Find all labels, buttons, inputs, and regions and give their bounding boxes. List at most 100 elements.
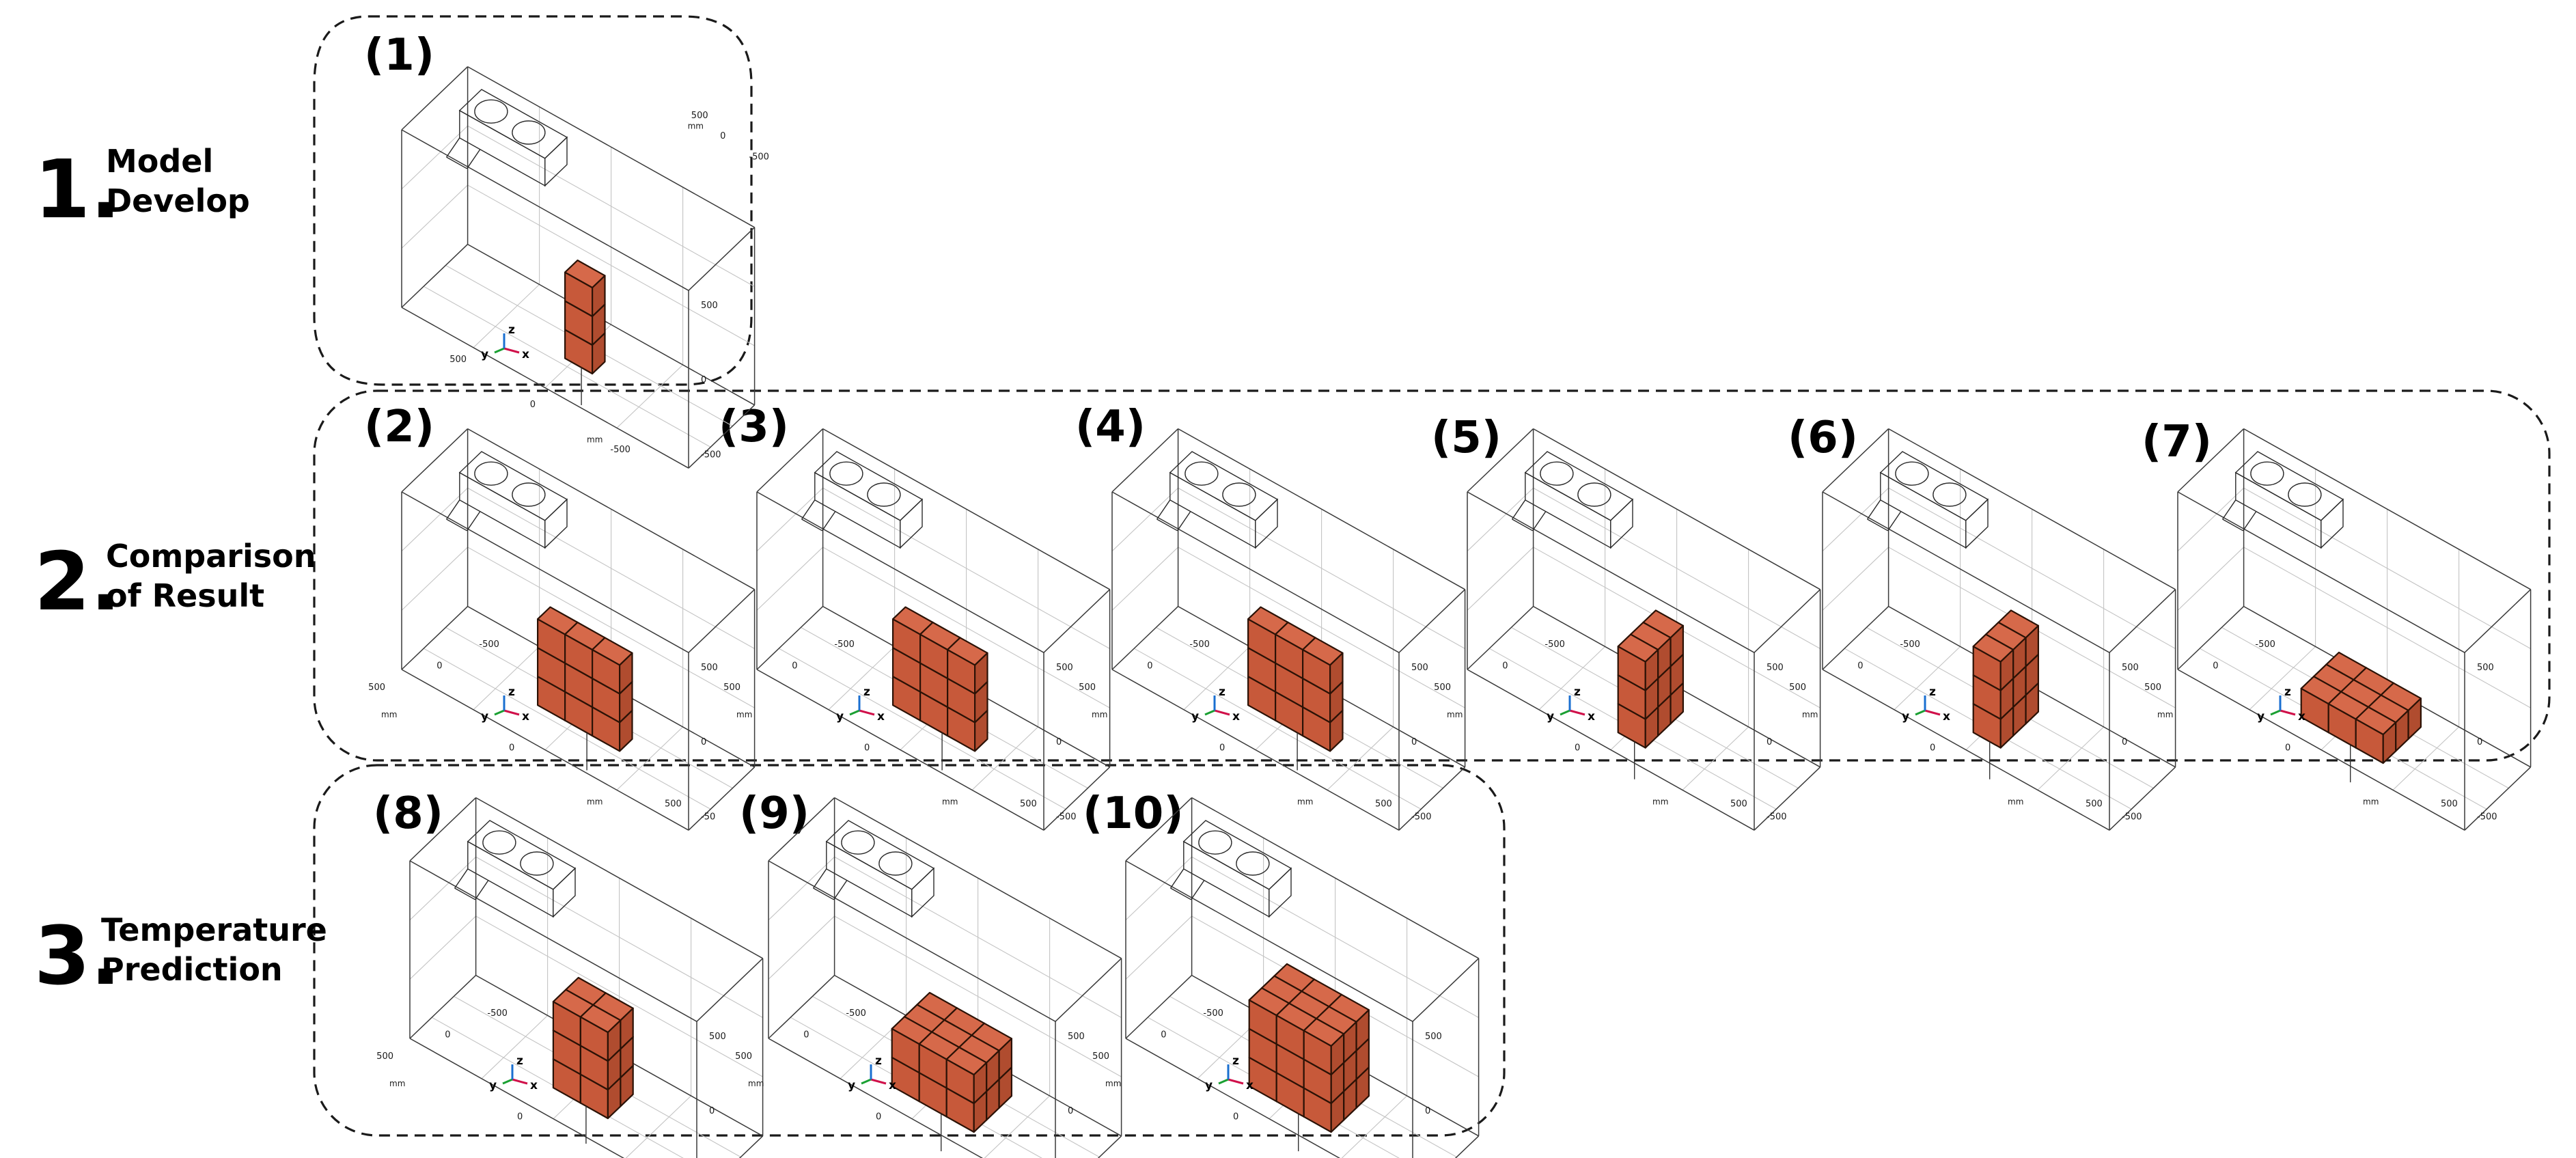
cargo-box [1303, 1017, 1345, 1076]
room-edge [1125, 1038, 1341, 1158]
cooler-drain [1887, 511, 1902, 532]
y-axis-arrow [494, 709, 505, 716]
right-tick-label: -500 [2122, 812, 2142, 822]
grid-line [756, 547, 823, 611]
axis-triad: xyz [489, 1054, 538, 1092]
room-edge [1111, 669, 1400, 831]
cargo-stack [891, 991, 1013, 1133]
right-tick-label: 0 [2477, 737, 2482, 747]
room-edge [401, 606, 469, 670]
room-edge [1398, 767, 1466, 831]
panel-8-label: (8) [373, 788, 443, 839]
fan-icon [1895, 461, 1929, 486]
grid-line [971, 726, 1038, 790]
room-edge [1754, 767, 1821, 831]
room-edge [2177, 669, 2465, 831]
grid-line [2243, 487, 2531, 649]
room-edge [1822, 669, 2110, 831]
y-axis-arrow [1560, 709, 1570, 716]
cargo-stack [1248, 963, 1370, 1133]
svg-text:Temperature: Temperature [101, 911, 327, 948]
cooler-drain [2243, 511, 2257, 532]
grid-line [768, 915, 835, 980]
x-axis-label: x [889, 1079, 896, 1092]
cooler-front [1880, 471, 1967, 549]
room-edge [1822, 428, 1889, 493]
section-3-frame [313, 764, 1506, 1137]
cargo-box [591, 637, 633, 695]
cooler-drain [822, 511, 836, 532]
room-edge [688, 404, 756, 469]
right-tick-label: 0 [1411, 737, 1417, 747]
bottom-tick-label: 0 [509, 743, 514, 753]
room-edge [1111, 491, 1400, 653]
room-edge [401, 307, 689, 469]
svg-text:Comparison: Comparison [106, 538, 316, 575]
right-tick-label: 0 [1056, 737, 1062, 747]
grid-line [1125, 915, 1192, 980]
section-2-frame [313, 389, 2551, 762]
grid-line [828, 646, 895, 711]
cooler-drain [454, 868, 469, 889]
y-axis-label: y [1191, 710, 1199, 723]
cooler-front [467, 840, 554, 918]
left-tick-label: -500 [1545, 639, 1565, 650]
room-edge [756, 491, 1044, 653]
x-axis-arrow [870, 1078, 887, 1085]
unit-label: mm [2157, 710, 2173, 719]
cargo-box-top [946, 637, 988, 666]
room-edge [401, 428, 469, 493]
top-tick-label: 0 [720, 131, 725, 141]
room-edge [768, 860, 1056, 1022]
left-tick-label: 0 [1502, 661, 1508, 671]
cargo-box [579, 1004, 622, 1062]
grid-line [473, 284, 540, 348]
left-tick-label: 0 [1147, 661, 1152, 671]
right-tick-label: 500 [1767, 663, 1784, 673]
cooler-front [814, 471, 901, 549]
cooler-unit [1170, 820, 1292, 918]
unit-label: mm [587, 797, 603, 806]
room-edge [2464, 767, 2532, 831]
room-edge [401, 244, 469, 308]
grid-line [401, 125, 468, 190]
grid-line [2037, 726, 2104, 790]
x-axis-label: x [2298, 710, 2305, 723]
y-axis-arrow [849, 709, 860, 716]
grid-line [1111, 487, 1178, 552]
room-edge [409, 860, 697, 1022]
x-axis-label: x [877, 710, 885, 723]
y-axis-label: y [481, 348, 488, 361]
fan-icon [1222, 482, 1256, 507]
right-tick-label: -500 [701, 450, 721, 460]
x-axis-label: x [1232, 710, 1240, 723]
cargo-box-top [945, 1046, 988, 1076]
cooler-front [826, 840, 913, 918]
axis-triad: xyz [1205, 1054, 1254, 1092]
left-tick-label: -500 [846, 1008, 866, 1019]
cargo-box [946, 637, 988, 695]
bottom-tick-label: 0 [517, 1112, 523, 1122]
cooler-unit [454, 820, 577, 918]
right-tick-label: 500 [1425, 1032, 1442, 1042]
grid-line [1191, 856, 1479, 1018]
bottom-tick-label: 500 [2086, 799, 2103, 809]
room-edge [467, 66, 755, 228]
fan-icon [474, 461, 508, 486]
cooler-drain [1157, 499, 1171, 520]
bottom-tick-label: -500 [610, 445, 631, 455]
room-edge [1097, 1135, 1122, 1158]
room-edge [467, 428, 755, 590]
x-axis-arrow [1228, 1078, 1244, 1085]
x-axis-label: x [1246, 1079, 1254, 1092]
grid-line [2243, 547, 2531, 708]
cooler-drain [1867, 499, 1881, 520]
